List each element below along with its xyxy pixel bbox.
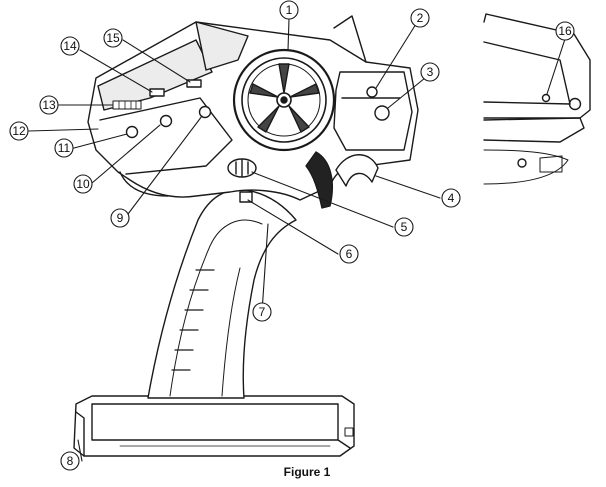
leader-lines [28, 18, 566, 462]
callout-1: 1 [286, 3, 293, 17]
switch-13[interactable] [112, 100, 142, 110]
callout-12: 12 [12, 124, 26, 138]
push-button[interactable] [239, 191, 253, 203]
grip [147, 189, 297, 399]
callout-8: 8 [67, 454, 74, 468]
callout-15: 15 [106, 31, 120, 45]
callout-2: 2 [417, 11, 424, 25]
switch-15[interactable] [186, 79, 202, 88]
callout-3: 3 [427, 65, 434, 79]
knob-9[interactable] [198, 105, 212, 119]
trigger-guard [335, 154, 379, 187]
callout-16: 16 [558, 24, 572, 38]
callout-9: 9 [117, 211, 124, 225]
knob-11[interactable] [125, 125, 139, 139]
callout-7: 7 [259, 305, 266, 319]
steering-wheel[interactable] [232, 48, 336, 152]
detail-inset [483, 13, 591, 185]
switch-14[interactable] [149, 88, 165, 97]
callout-circles [9, 0, 575, 471]
figure-caption: Figure 1 [284, 465, 331, 479]
dial-knob[interactable] [227, 158, 257, 178]
transmitter-base [73, 395, 355, 457]
knob-2[interactable] [366, 86, 378, 98]
knob-10[interactable] [159, 114, 173, 128]
callout-13: 13 [42, 98, 56, 112]
callout-10: 10 [76, 177, 90, 191]
throttle-trigger[interactable] [305, 151, 334, 209]
callout-11: 11 [58, 141, 71, 155]
callout-6: 6 [346, 247, 353, 261]
callout-5: 5 [401, 220, 408, 234]
button-3[interactable] [374, 105, 390, 121]
callout-4: 4 [448, 191, 455, 205]
callout-14: 14 [63, 39, 77, 53]
